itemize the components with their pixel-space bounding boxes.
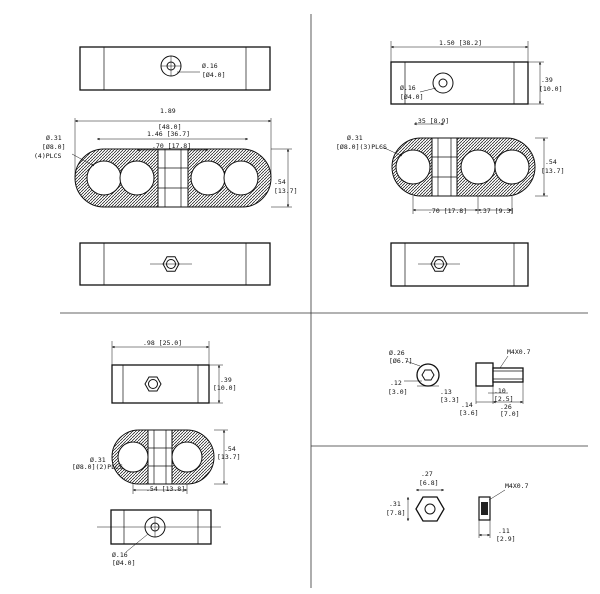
bore-dia-metric: [Ø8.0](3)PLCS	[336, 143, 387, 151]
thickness: .39	[220, 376, 232, 384]
height-metric: [13.7]	[274, 187, 297, 195]
head-dia: Ø.26	[389, 349, 405, 357]
two-place-section-view: .54 [13.7] Ø.31 [Ø8.0](2)PLCS .54 [13.8]	[72, 429, 240, 494]
nut-thickness-metric: [2.9]	[496, 535, 516, 543]
four-place-bottom-view	[79, 242, 271, 286]
bore-dia-metric: [Ø8.0](2)PLCS	[72, 463, 123, 471]
across-flats: .27	[421, 470, 433, 478]
four-place-top-view: Ø.16 [Ø4.0]	[79, 46, 271, 91]
length-metric: [7.0]	[500, 410, 520, 418]
center-spacing: .70 [17.8]	[428, 207, 467, 215]
three-place-separator: 1.50 [38.2] .39 [10.0] Ø.16 [Ø4.0] .35 […	[336, 39, 564, 287]
thread-hole-dia-metric: [Ø4.0]	[400, 93, 423, 101]
thread-hole-dia-metric: [Ø4.0]	[202, 71, 225, 79]
height-metric: [13.7]	[541, 167, 564, 175]
four-place-separator: Ø.16 [Ø4.0] 1.89 [48.0] 1.46 [36.7]	[34, 46, 297, 286]
overall-length: .98 [25.0]	[143, 339, 182, 347]
height-metric: [13.7]	[217, 453, 240, 461]
shank-metric: [2.5]	[494, 395, 514, 403]
across-flats-metric: [6.8]	[419, 479, 439, 487]
thickness-metric: [10.0]	[213, 384, 236, 392]
across-corners-metric: [7.8]	[386, 509, 406, 517]
overall-length: 1.89	[160, 107, 176, 115]
edge-spacing: .37 [9.3]	[479, 207, 514, 215]
nut-drawing: .27 [6.8] .31 [7.8] M4X0.7 .11 [2.9]	[386, 470, 529, 543]
three-place-top-view: 1.50 [38.2] .39 [10.0] Ø.16 [Ø4.0]	[390, 39, 562, 105]
center-spacing: .54 [13.8]	[146, 485, 185, 493]
head-length: .14	[461, 401, 473, 409]
length: .26	[500, 403, 512, 411]
center-spacing: .70 [17.8]	[152, 142, 191, 150]
thickness-metric: [10.0]	[539, 85, 562, 93]
bore-dia-metric: [Ø8.0]	[42, 143, 65, 151]
height: .54	[545, 158, 557, 166]
head-length-metric: [3.6]	[459, 409, 479, 417]
screw-thread: M4X0.7	[507, 348, 531, 356]
thickness: .39	[541, 76, 553, 84]
bore-count: (4)PLCS	[34, 152, 61, 160]
height: .54	[224, 445, 236, 453]
height: .54	[274, 178, 286, 186]
across-corners: .31	[389, 500, 401, 508]
thread-hole-dia: Ø.16	[202, 62, 218, 70]
bore-dia: Ø.31	[46, 134, 62, 142]
overall-length: 1.50 [38.2]	[439, 39, 482, 47]
screw-drawing: Ø.26 [Ø6.7] .12 [3.0] .13 [3.3] M4X0.7 .…	[388, 348, 531, 418]
thread-hole-dia: Ø.16	[400, 84, 416, 92]
head-height: .13	[440, 388, 452, 396]
thread-hole-dia: Ø.16	[112, 551, 128, 559]
four-place-section-view: 1.89 [48.0] 1.46 [36.7] .70 [17.8] Ø.31 …	[34, 107, 297, 208]
head-height-metric: [3.3]	[440, 396, 460, 404]
two-place-separator: .98 [25.0] .39 [10.0] .54 [13.7] Ø.31 [Ø…	[72, 339, 240, 567]
hex-socket: .12	[390, 379, 402, 387]
head-dia-metric: [Ø6.7]	[389, 357, 412, 365]
two-place-bottom-view: Ø.16 [Ø4.0]	[97, 509, 221, 567]
shank: .10	[494, 387, 506, 395]
sheet-dividers	[60, 14, 588, 588]
hex-socket-metric: [3.0]	[388, 388, 408, 396]
hex-offset: .35 [8.9]	[414, 117, 449, 125]
nut-thread: M4X0.7	[505, 482, 529, 490]
three-place-bottom-view	[390, 242, 529, 287]
three-place-section-view: .35 [8.9] Ø.31 [Ø8.0](3)PLCS .54 [13.7] …	[336, 117, 564, 215]
thread-hole-dia-metric: [Ø4.0]	[112, 559, 135, 567]
overall-length-metric: [48.0]	[158, 123, 181, 131]
two-place-top-view: .98 [25.0] .39 [10.0]	[111, 339, 236, 404]
bore-spacing: 1.46 [36.7]	[147, 130, 190, 138]
nut-thickness: .11	[498, 527, 510, 535]
bore-dia: Ø.31	[347, 134, 363, 142]
bore-dia: Ø.31	[90, 456, 106, 464]
